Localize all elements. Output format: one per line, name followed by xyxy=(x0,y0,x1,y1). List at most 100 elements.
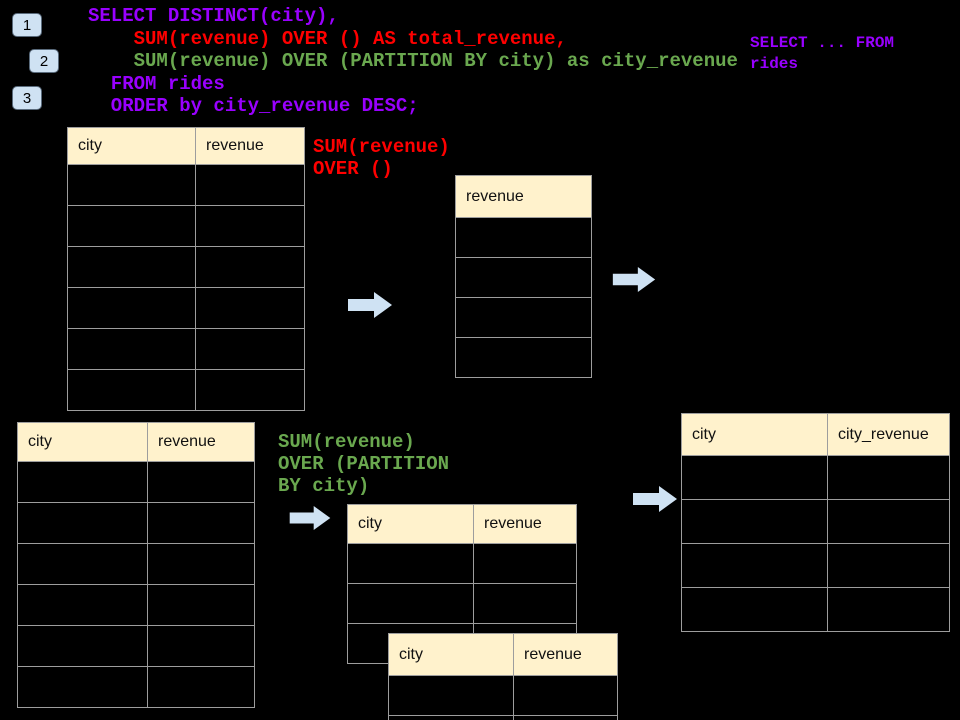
table-row xyxy=(67,328,305,370)
flow-arrow-1 xyxy=(348,292,392,318)
empty-cell xyxy=(681,587,828,632)
empty-cell xyxy=(347,543,474,584)
empty-cell xyxy=(147,502,255,544)
table-row xyxy=(455,217,592,258)
empty-cell xyxy=(455,257,592,298)
empty-cell xyxy=(455,337,592,378)
empty-cell xyxy=(513,675,618,716)
step-badge-3: 3 xyxy=(12,86,42,110)
column-header-city_revenue: city_revenue xyxy=(827,413,950,456)
table-row xyxy=(681,455,950,500)
empty-cell xyxy=(455,297,592,338)
empty-cell xyxy=(195,287,305,329)
table-row xyxy=(388,675,618,716)
empty-cell xyxy=(347,583,474,624)
right-arrow-icon xyxy=(348,292,392,318)
empty-cell xyxy=(827,543,950,588)
table-row xyxy=(67,369,305,411)
table-row xyxy=(67,164,305,206)
table-row xyxy=(67,287,305,329)
empty-cell xyxy=(147,543,255,585)
code-line: SELECT ... FROM xyxy=(750,34,895,52)
code-line: ORDER by city_revenue DESC; xyxy=(88,95,419,117)
empty-cell xyxy=(473,543,577,584)
table-row xyxy=(67,205,305,247)
empty-cell xyxy=(681,543,828,588)
empty-cell xyxy=(388,715,514,720)
empty-cell xyxy=(67,328,196,370)
flow-arrow-4 xyxy=(632,486,678,512)
code-line: SUM(revenue) OVER (PARTITION BY city) as… xyxy=(88,50,738,72)
right-arrow-icon xyxy=(289,506,331,530)
code-line: rides xyxy=(750,55,799,73)
empty-cell xyxy=(147,666,255,708)
table-row xyxy=(17,584,255,626)
empty-cell xyxy=(195,328,305,370)
code-line: BY city) xyxy=(278,475,370,497)
right-arrow-icon xyxy=(633,486,677,512)
empty-cell xyxy=(67,369,196,411)
sql-fragment-note: SELECT ... FROM rides xyxy=(750,33,894,75)
column-header-revenue: revenue xyxy=(147,422,255,462)
column-header-city: city xyxy=(681,413,828,456)
flow-arrow-2 xyxy=(610,267,658,292)
table-row xyxy=(17,666,255,708)
empty-cell xyxy=(17,502,148,544)
empty-cell xyxy=(681,455,828,500)
column-header-city: city xyxy=(388,633,514,676)
empty-cell xyxy=(195,369,305,411)
empty-cell xyxy=(827,587,950,632)
column-header-city: city xyxy=(67,127,196,165)
code-line: OVER () xyxy=(313,158,393,180)
column-header-revenue: revenue xyxy=(455,175,592,218)
empty-cell xyxy=(17,461,148,503)
empty-cell xyxy=(827,499,950,544)
table-row xyxy=(681,543,950,588)
table-row xyxy=(388,715,618,720)
sql-code-block: SELECT DISTINCT(city), SUM(revenue) OVER… xyxy=(88,5,738,118)
empty-cell xyxy=(195,205,305,247)
table-row xyxy=(347,543,577,584)
empty-cell xyxy=(827,455,950,500)
code-line: SUM(revenue) xyxy=(278,431,415,453)
table-row xyxy=(347,583,577,624)
empty-cell xyxy=(67,246,196,288)
code-line: SELECT DISTINCT(city), xyxy=(88,5,339,27)
code-line: SUM(revenue) xyxy=(313,136,450,158)
step-badge-2: 2 xyxy=(29,49,59,73)
column-header-city: city xyxy=(17,422,148,462)
empty-cell xyxy=(147,625,255,667)
table-total-revenue-result: revenue xyxy=(455,175,592,378)
table-row xyxy=(17,625,255,667)
step-badge-1: 1 xyxy=(12,13,42,37)
empty-cell xyxy=(67,164,196,206)
table-row xyxy=(681,587,950,632)
column-header-revenue: revenue xyxy=(513,633,618,676)
column-header-revenue: revenue xyxy=(473,504,577,544)
empty-cell xyxy=(147,461,255,503)
table-row xyxy=(455,337,592,378)
empty-cell xyxy=(388,675,514,716)
table-row xyxy=(681,499,950,544)
empty-cell xyxy=(17,666,148,708)
empty-cell xyxy=(195,246,305,288)
empty-cell xyxy=(17,543,148,585)
empty-cell xyxy=(67,287,196,329)
empty-cell xyxy=(513,715,618,720)
table-row xyxy=(17,502,255,544)
flow-arrow-3 xyxy=(288,506,332,530)
empty-cell xyxy=(17,584,148,626)
right-arrow-icon xyxy=(612,267,656,292)
code-line: SUM(revenue) OVER () AS total_revenue, xyxy=(88,27,567,50)
empty-cell xyxy=(147,584,255,626)
